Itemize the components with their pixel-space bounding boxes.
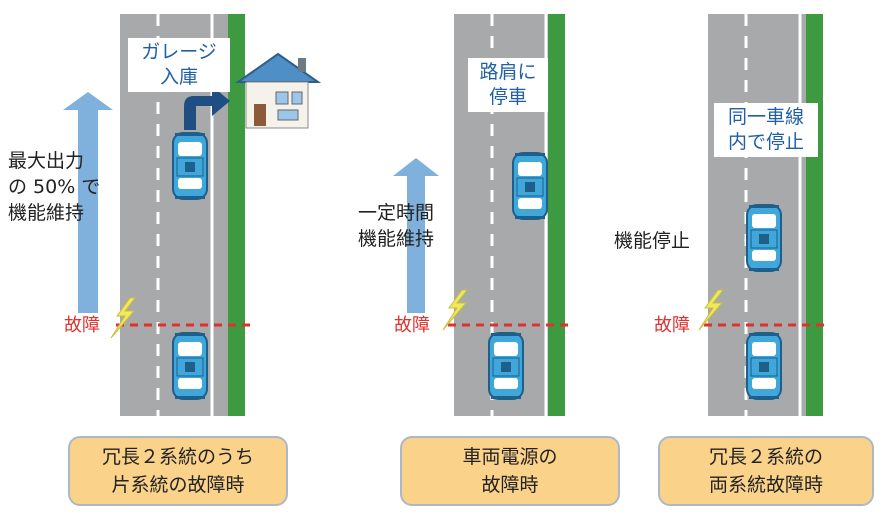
up-arrow-icon — [393, 158, 439, 313]
roadside-grass — [806, 14, 823, 416]
car-icon — [172, 332, 208, 400]
fault-label: 故障 — [654, 315, 690, 336]
up-arrow-icon — [63, 92, 113, 313]
car-icon — [512, 152, 548, 220]
fault-label: 故障 — [394, 315, 430, 336]
side-label-function-maintained-temporarily: 一定時間 機能維持 — [358, 202, 435, 250]
fault-label: 故障 — [64, 315, 100, 336]
caption-vehicle-power-fault: 車両電源の 故障時 — [400, 436, 620, 506]
side-label-function-stopped: 機能停止 — [614, 230, 691, 252]
caption-one-system-fault: 冗長２系統のうち 片系統の故障時 — [68, 436, 288, 506]
garage-house-icon — [234, 52, 322, 129]
turn-arrow-icon — [184, 86, 230, 130]
roadside-grass — [228, 14, 245, 416]
callout-stop-on-shoulder: 路肩に 停車 — [468, 58, 548, 112]
car-icon — [172, 132, 208, 200]
car-icon — [488, 332, 524, 400]
roadside-grass — [548, 14, 565, 416]
car-icon — [746, 332, 782, 400]
panel-both-systems-fault — [698, 14, 824, 416]
side-label-function-maintained: 最大出力 の 50% で 機能維持 — [8, 150, 101, 224]
car-icon — [746, 204, 782, 272]
caption-both-systems-fault: 冗長２系統の 両系統故障時 — [658, 436, 874, 506]
callout-garage-entry: ガレージ 入庫 — [128, 38, 230, 92]
callout-stop-in-lane: 同一車線 内で停止 — [714, 103, 818, 157]
